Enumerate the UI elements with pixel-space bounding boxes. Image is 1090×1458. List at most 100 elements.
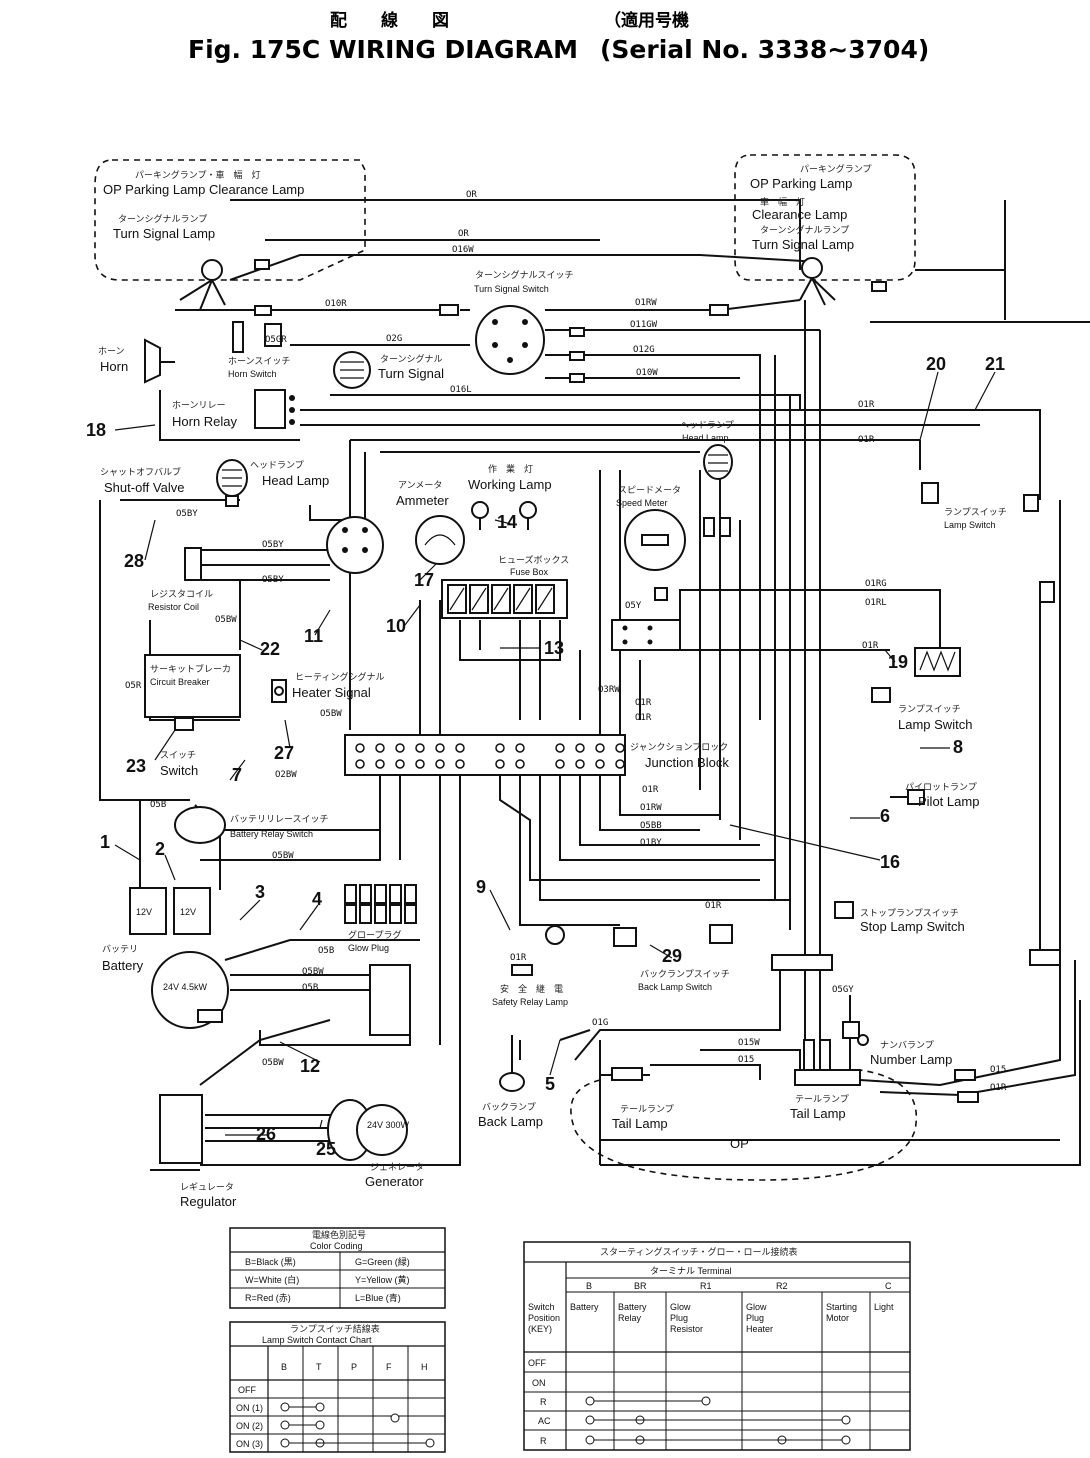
starting-switch-table: スターティングスイッチ・グロー・ロール接続表 ターミナル Terminal B … bbox=[523, 1241, 911, 1451]
horn-relay-jp: ホーンリレー bbox=[172, 400, 226, 411]
tail-lamp-left-label: Tail Lamp bbox=[612, 1116, 668, 1131]
start-table-title-jp: スターティングスイッチ・グロー・ロール接続表 bbox=[600, 1246, 797, 1258]
wire-codes: OR OR O16W O10R O1RW O5GR O2G O11GW O12G… bbox=[125, 190, 1007, 1093]
callout-number: 12 bbox=[300, 1056, 320, 1076]
start-table-col-key: C bbox=[885, 1281, 892, 1291]
lamp-table-header: H bbox=[421, 1362, 428, 1372]
start-table-header: Battery bbox=[570, 1302, 599, 1312]
junction-terminal bbox=[415, 759, 425, 769]
junction-terminal bbox=[495, 743, 505, 753]
op-parking-left-jp: パーキングランプ・車 幅 灯 bbox=[135, 169, 260, 181]
junction-terminal bbox=[555, 743, 565, 753]
turn-signal-right-label: Turn Signal Lamp bbox=[752, 237, 854, 252]
circuit-breaker-jp: サーキットブレーカ bbox=[150, 663, 231, 675]
ammeter-icon bbox=[415, 515, 465, 565]
lamp-table-row-label: ON (3) bbox=[236, 1439, 263, 1449]
title-jp-serial: （適用号機 bbox=[604, 10, 689, 31]
junction-terminal bbox=[595, 743, 605, 753]
working-lamp-icon bbox=[471, 501, 537, 530]
back-lamp-icon bbox=[499, 1035, 525, 1092]
lamp-switch-top-jp: ランプスイッチ bbox=[944, 507, 1007, 518]
junction-terminal bbox=[355, 759, 365, 769]
callout-number: 16 bbox=[880, 852, 900, 872]
lamp-switch-jp: ランプスイッチ bbox=[898, 704, 961, 715]
wire-code: O15 bbox=[738, 1055, 754, 1065]
battery-spec-right: 12V bbox=[180, 907, 196, 917]
horn-icon bbox=[144, 338, 175, 384]
callout-number: 26 bbox=[256, 1124, 276, 1144]
wire-code: O11GW bbox=[630, 320, 658, 330]
wire-code: OR bbox=[458, 229, 469, 239]
regulator-label: Regulator bbox=[180, 1194, 237, 1209]
junction-terminal bbox=[395, 743, 405, 753]
head-lamp-right-icon bbox=[703, 444, 733, 537]
rear-connector-icon bbox=[771, 954, 833, 971]
color-table-title-jp: 電線色別記号 bbox=[312, 1229, 366, 1241]
regulator-jp: レギュレータ bbox=[180, 1182, 234, 1193]
callout-number: 29 bbox=[662, 946, 682, 966]
wire-code: O1G bbox=[592, 1018, 608, 1028]
wire-code: O16L bbox=[450, 385, 472, 395]
starting-switch-terminal-icon bbox=[369, 964, 411, 1036]
callout-number: 14 bbox=[497, 512, 517, 532]
wire-code: O5BY bbox=[262, 575, 284, 585]
lamp-switch-top-icon bbox=[921, 482, 1055, 603]
tail-lamp-right-jp: テールランプ bbox=[795, 1094, 849, 1105]
battery-icon bbox=[129, 887, 211, 935]
callout-number: 4 bbox=[312, 889, 322, 909]
switch-23-icon bbox=[174, 717, 194, 731]
wire-code: O1BY bbox=[640, 838, 662, 848]
wire-code: O15 bbox=[990, 1065, 1006, 1075]
callout-number: 7 bbox=[232, 765, 242, 785]
horn-switch-jp: ホーンスイッチ bbox=[228, 356, 290, 367]
start-table-row-label: ON bbox=[532, 1378, 546, 1388]
wire-code: O15W bbox=[738, 1038, 760, 1048]
fuse-box-label: Fuse Box bbox=[510, 567, 549, 577]
junction-terminals bbox=[355, 743, 625, 769]
generator-icon bbox=[327, 1099, 408, 1161]
head-lamp-left-icon bbox=[216, 459, 248, 507]
callout-leaders bbox=[114, 371, 996, 1136]
wire-code: O1R bbox=[510, 953, 527, 963]
start-table-row-label: AC bbox=[538, 1416, 551, 1426]
lamp-switch-contact-chart: ランプスイッチ結線表 Lamp Switch Contact Chart B T… bbox=[229, 1321, 446, 1453]
head-lamp-left-jp: ヘッドランプ bbox=[250, 460, 304, 471]
switch-jp: スイッチ bbox=[160, 750, 196, 761]
wire-code: O5B bbox=[302, 983, 318, 993]
title-serial: (Serial No. 3338~3704) bbox=[600, 35, 929, 64]
clearance-right-jp: 車 幅 灯 bbox=[760, 196, 805, 208]
wire-code: O1R bbox=[858, 435, 875, 445]
wire-code: O1RW bbox=[635, 298, 657, 308]
wire-code: O1R bbox=[705, 901, 722, 911]
junction-terminal bbox=[495, 759, 505, 769]
wire-code: O5R bbox=[125, 681, 142, 691]
callout-number: 19 bbox=[888, 652, 908, 672]
head-lamp-left-label: Head Lamp bbox=[262, 473, 329, 488]
working-lamp-label: Working Lamp bbox=[468, 477, 552, 492]
title-jp: 配 線 図 bbox=[330, 10, 449, 31]
lamp-table-header: P bbox=[351, 1362, 357, 1372]
generator-spec: 24V 300W bbox=[367, 1120, 410, 1130]
resistor-coil-icon bbox=[184, 547, 202, 581]
battery-relay-switch-jp: バッテリリレースイッチ bbox=[230, 814, 329, 825]
wire-code: O5BW bbox=[302, 967, 324, 977]
wire-code: O1R bbox=[858, 400, 875, 410]
resistor-coil-label: Resistor Coil bbox=[148, 602, 199, 612]
junction-terminal bbox=[395, 759, 405, 769]
callout-number: 17 bbox=[414, 570, 434, 590]
callout-number: 1 bbox=[100, 832, 110, 852]
safety-relay-lamp-label: Safety Relay Lamp bbox=[492, 997, 568, 1007]
back-lamp-jp: バックランプ bbox=[482, 1102, 536, 1113]
wire-code: O1R bbox=[635, 713, 652, 723]
callout-number: 2 bbox=[155, 839, 165, 859]
callout-number: 27 bbox=[274, 743, 294, 763]
junction-terminal bbox=[515, 759, 525, 769]
lamp-switch-top-label: Lamp Switch bbox=[944, 520, 996, 530]
start-table-col-key: BR bbox=[634, 1281, 647, 1291]
lamp-table-header: F bbox=[386, 1362, 392, 1372]
wire-code: O5B bbox=[318, 946, 334, 956]
op-parking-right-jp: パーキングランプ bbox=[800, 163, 871, 175]
switch-label: Switch bbox=[160, 763, 198, 778]
turn-signal-switch-icon bbox=[475, 305, 585, 383]
